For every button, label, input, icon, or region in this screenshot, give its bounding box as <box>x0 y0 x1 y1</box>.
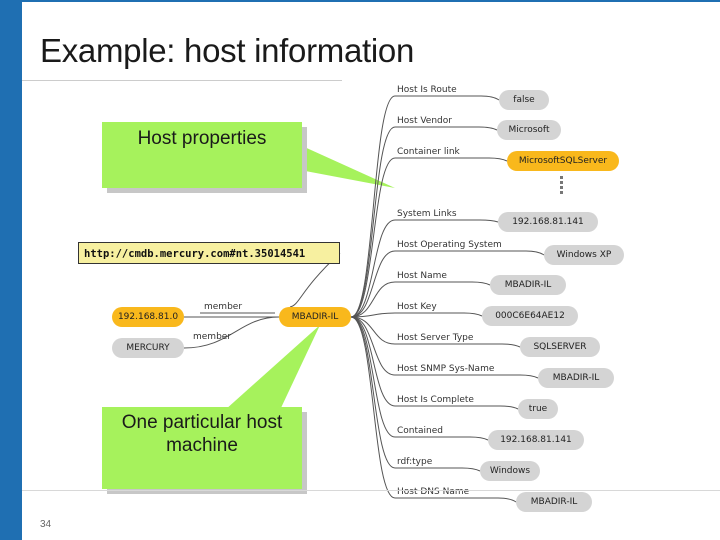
member-edge-label: member <box>193 332 232 342</box>
footer-divider <box>22 490 720 491</box>
property-value[interactable]: MBADIR-IL <box>490 275 566 295</box>
property-label: System Links <box>397 209 457 219</box>
value-edge <box>395 95 500 101</box>
property-label: Container link <box>397 147 460 157</box>
property-label: Host Server Type <box>397 333 474 343</box>
slide-title: Example: host information <box>40 32 415 69</box>
title-divider <box>22 80 342 81</box>
property-value[interactable]: 192.168.81.141 <box>498 212 598 232</box>
value-edge <box>395 405 519 410</box>
property-label: Host Operating System <box>397 240 502 250</box>
host-node[interactable]: MBADIR-IL <box>279 307 351 327</box>
value-edge <box>395 497 517 503</box>
page-number: 34 <box>40 519 52 530</box>
property-edge <box>350 281 396 318</box>
network-node[interactable]: 192.168.81.0 <box>112 307 184 327</box>
property-edge <box>350 316 396 438</box>
property-edge <box>350 126 396 318</box>
property-value[interactable]: Windows XP <box>544 245 624 265</box>
property-label: Host Key <box>397 302 437 312</box>
property-value[interactable]: MBADIR-IL <box>516 492 592 512</box>
property-edge <box>350 316 396 376</box>
callout-pointer-host <box>225 325 320 410</box>
accent-bar <box>0 0 22 540</box>
property-value[interactable]: MicrosoftSQLServer <box>507 151 619 171</box>
property-edge <box>350 157 396 318</box>
domain-node[interactable]: MERCURY <box>112 338 184 358</box>
property-label: Host Vendor <box>397 116 452 126</box>
property-value[interactable]: true <box>518 399 558 419</box>
value-edge <box>395 126 498 131</box>
property-label: Host SNMP Sys-Name <box>397 364 495 374</box>
more-properties-icon <box>560 176 563 196</box>
property-value[interactable]: MBADIR-IL <box>538 368 614 388</box>
host-url[interactable]: http://cmdb.mercury.com#nt.35014541 <box>78 242 340 264</box>
value-edge <box>395 436 489 441</box>
member-edge-label: member <box>204 302 243 312</box>
value-edge <box>395 374 539 379</box>
value-edge <box>395 250 545 256</box>
callout-pointer-properties <box>300 145 395 188</box>
property-label: Host Name <box>397 271 447 281</box>
member-edge <box>183 316 280 349</box>
property-edge <box>350 316 396 469</box>
property-edge <box>350 95 396 318</box>
value-edge <box>395 281 491 286</box>
property-value[interactable]: false <box>499 90 549 110</box>
property-edge <box>350 312 396 318</box>
callout-host-properties: Host properties <box>102 122 302 188</box>
property-value[interactable]: Windows <box>480 461 540 481</box>
property-value[interactable]: SQLSERVER <box>520 337 600 357</box>
property-value[interactable]: 192.168.81.141 <box>488 430 584 450</box>
property-label: Host Is Complete <box>397 395 474 405</box>
property-value[interactable]: 000C6E64AE12 <box>482 306 578 326</box>
value-edge <box>395 343 521 348</box>
property-edge <box>350 316 396 345</box>
property-edge <box>350 219 396 318</box>
value-edge <box>395 312 483 317</box>
value-edge <box>395 157 508 162</box>
property-label: Host DNS Name <box>397 487 470 497</box>
callout-one-host: One particular host machine <box>102 407 302 489</box>
property-label: Host Is Route <box>397 85 457 95</box>
value-edge <box>395 219 499 223</box>
accent-top-line <box>22 0 720 2</box>
property-value[interactable]: Microsoft <box>497 120 561 140</box>
property-edge <box>350 250 396 318</box>
value-edge <box>395 467 481 472</box>
property-label: Contained <box>397 426 443 436</box>
property-label: rdf:type <box>397 457 433 467</box>
